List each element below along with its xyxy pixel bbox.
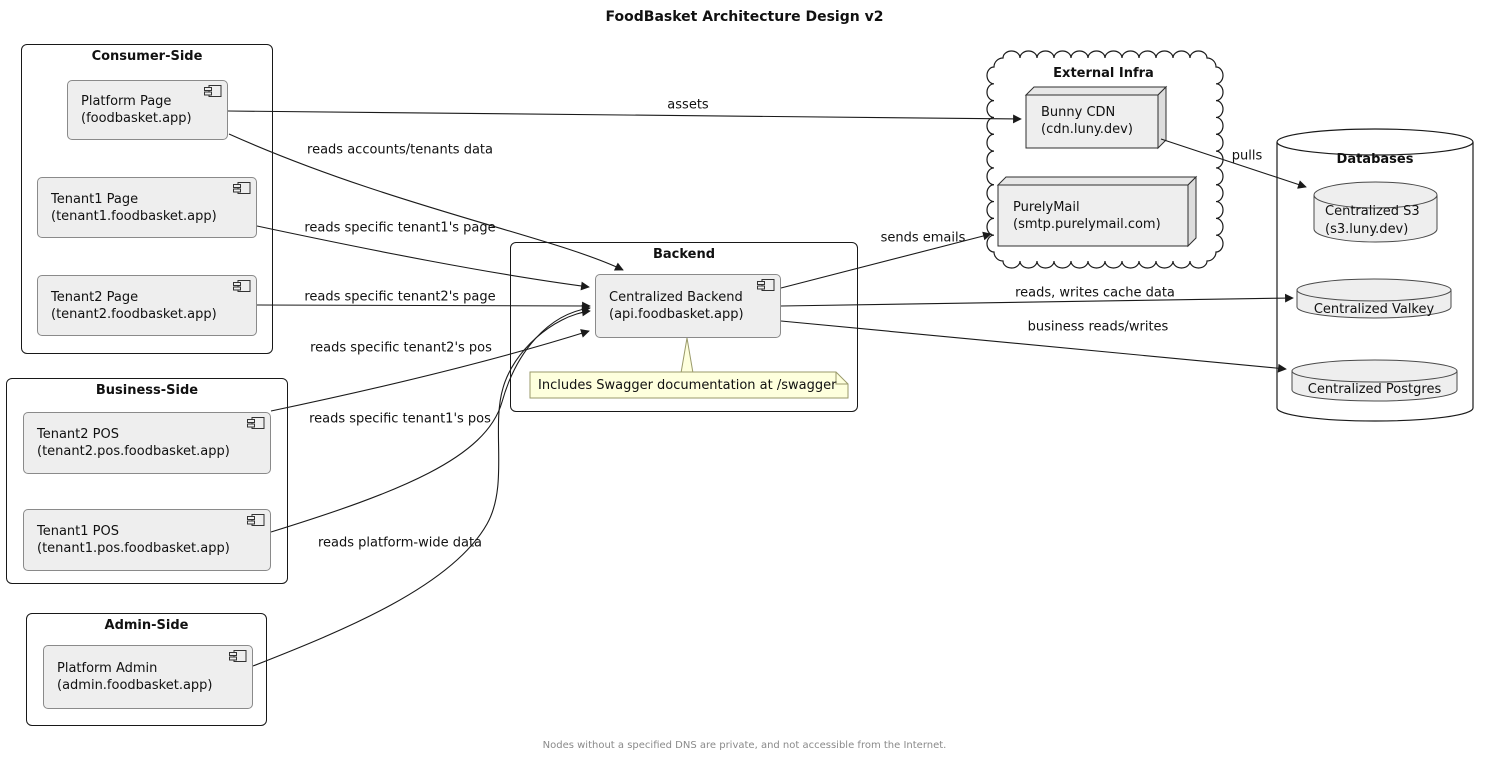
arrow-platform-wide [252,307,591,667]
node-domain: (admin.foodbasket.app) [57,678,213,693]
edge-label-pulls: pulls [1231,148,1263,164]
package-business-side-title: Business-Side [95,383,199,398]
node-label: Platform Admin [57,661,158,676]
component-icon [757,279,775,297]
edge-label-platform-wide: reads platform-wide data [317,535,483,551]
node-purelymail-text: PurelyMail (smtp.purelymail.com) [1013,199,1161,233]
arrow-assets [227,110,1022,124]
cylinder-centralized-valkey [1296,278,1452,319]
edge-label-tenant2-pos: reads specific tenant2's pos [310,340,492,356]
node-platform-page: Platform Page (foodbasket.app) [67,80,228,140]
component-icon [247,417,265,435]
component-icon [204,85,222,103]
node-label: Bunny CDN [1041,105,1116,120]
component-icon [233,280,251,298]
package-consumer-side-title: Consumer-Side [91,49,203,64]
node-tenant2-pos: Tenant2 POS (tenant2.pos.foodbasket.app) [23,412,271,474]
node-domain: (s3.luny.dev) [1325,222,1409,237]
package-databases-title: Databases [1336,152,1414,167]
note-swagger-text: Includes Swagger documentation at /swagg… [538,378,837,393]
arrow-sends-emails [780,231,992,289]
node-tenant1-page: Tenant1 Page (tenant1.foodbasket.app) [37,177,257,238]
package-business-side: Business-Side [6,378,288,584]
edge-label-tenant2-page: reads specific tenant2's page [304,289,496,305]
node-centralized-valkey-text: Centralized Valkey [1313,302,1435,317]
node-label: Platform Page [81,94,172,109]
node-box-bunny-cdn [1024,85,1168,150]
edge-label-sends-emails: sends emails [880,230,966,246]
node-label: Centralized Backend [609,290,743,305]
arrow-reads-accounts [228,133,624,271]
package-admin-side: Admin-Side [26,613,267,726]
arrow-tenant1-page [256,225,590,291]
edge-label-tenant1-page: reads specific tenant1's page [304,220,496,236]
edge-label-assets: assets [667,97,709,113]
package-consumer-side: Consumer-Side [21,44,273,354]
cylinder-centralized-postgres [1291,359,1458,402]
node-tenant2-page: Tenant2 Page (tenant2.foodbasket.app) [37,275,257,336]
node-domain: (api.foodbasket.app) [609,307,744,322]
node-domain: (tenant2.foodbasket.app) [51,306,217,322]
node-label: PurelyMail [1013,200,1080,215]
arrow-tenant2-pos [270,329,590,412]
edge-label-reads-accounts: reads accounts/tenants data [307,142,493,158]
arrow-business-rw [780,320,1287,373]
arrow-tenant2-page [256,301,591,311]
node-centralized-backend: Centralized Backend (api.foodbasket.app) [595,274,781,338]
package-external-infra-title: External Infra [1053,66,1154,81]
node-centralized-s3-text: Centralized S3 (s3.luny.dev) [1325,203,1420,239]
node-domain: (foodbasket.app) [81,111,192,126]
node-label: Centralized S3 [1325,204,1420,219]
node-bunny-cdn-text: Bunny CDN (cdn.luny.dev) [1041,104,1133,138]
note-swagger-shape [529,371,849,399]
edge-label-cache: reads, writes cache data [1015,285,1175,301]
node-tenant1-pos: Tenant1 POS (tenant1.pos.foodbasket.app) [23,509,271,571]
package-backend-title: Backend [652,247,716,262]
package-admin-side-title: Admin-Side [104,618,189,633]
diagram-title: FoodBasket Architecture Design v2 [605,9,884,25]
diagram-footer: Nodes without a specified DNS are privat… [542,740,947,751]
note-pointer [680,337,694,374]
node-domain: (tenant1.pos.foodbasket.app) [37,541,230,556]
node-platform-admin: Platform Admin (admin.foodbasket.app) [43,645,253,709]
node-label: Tenant2 POS [37,427,119,442]
node-label: Tenant1 Page [51,191,139,207]
component-icon [229,650,247,668]
node-box-purelymail [996,175,1198,248]
node-domain: (cdn.luny.dev) [1041,122,1133,137]
node-domain: (tenant1.foodbasket.app) [51,208,217,224]
node-domain: (smtp.purelymail.com) [1013,217,1161,232]
component-icon [247,514,265,532]
node-domain: (tenant2.pos.foodbasket.app) [37,444,230,459]
component-icon [233,182,251,200]
note-fold-icon [835,372,848,385]
cylinder-centralized-s3 [1313,181,1438,243]
node-centralized-postgres-text: Centralized Postgres [1307,382,1442,397]
edge-label-business-rw: business reads/writes [1027,319,1169,335]
node-label: Tenant2 Page [51,289,139,305]
edge-label-tenant1-pos: reads specific tenant1's pos [309,411,491,427]
package-backend: Backend [510,242,858,412]
arrow-pulls [1160,138,1307,189]
arrow-cache [780,293,1294,307]
node-label: Tenant1 POS [37,524,119,539]
